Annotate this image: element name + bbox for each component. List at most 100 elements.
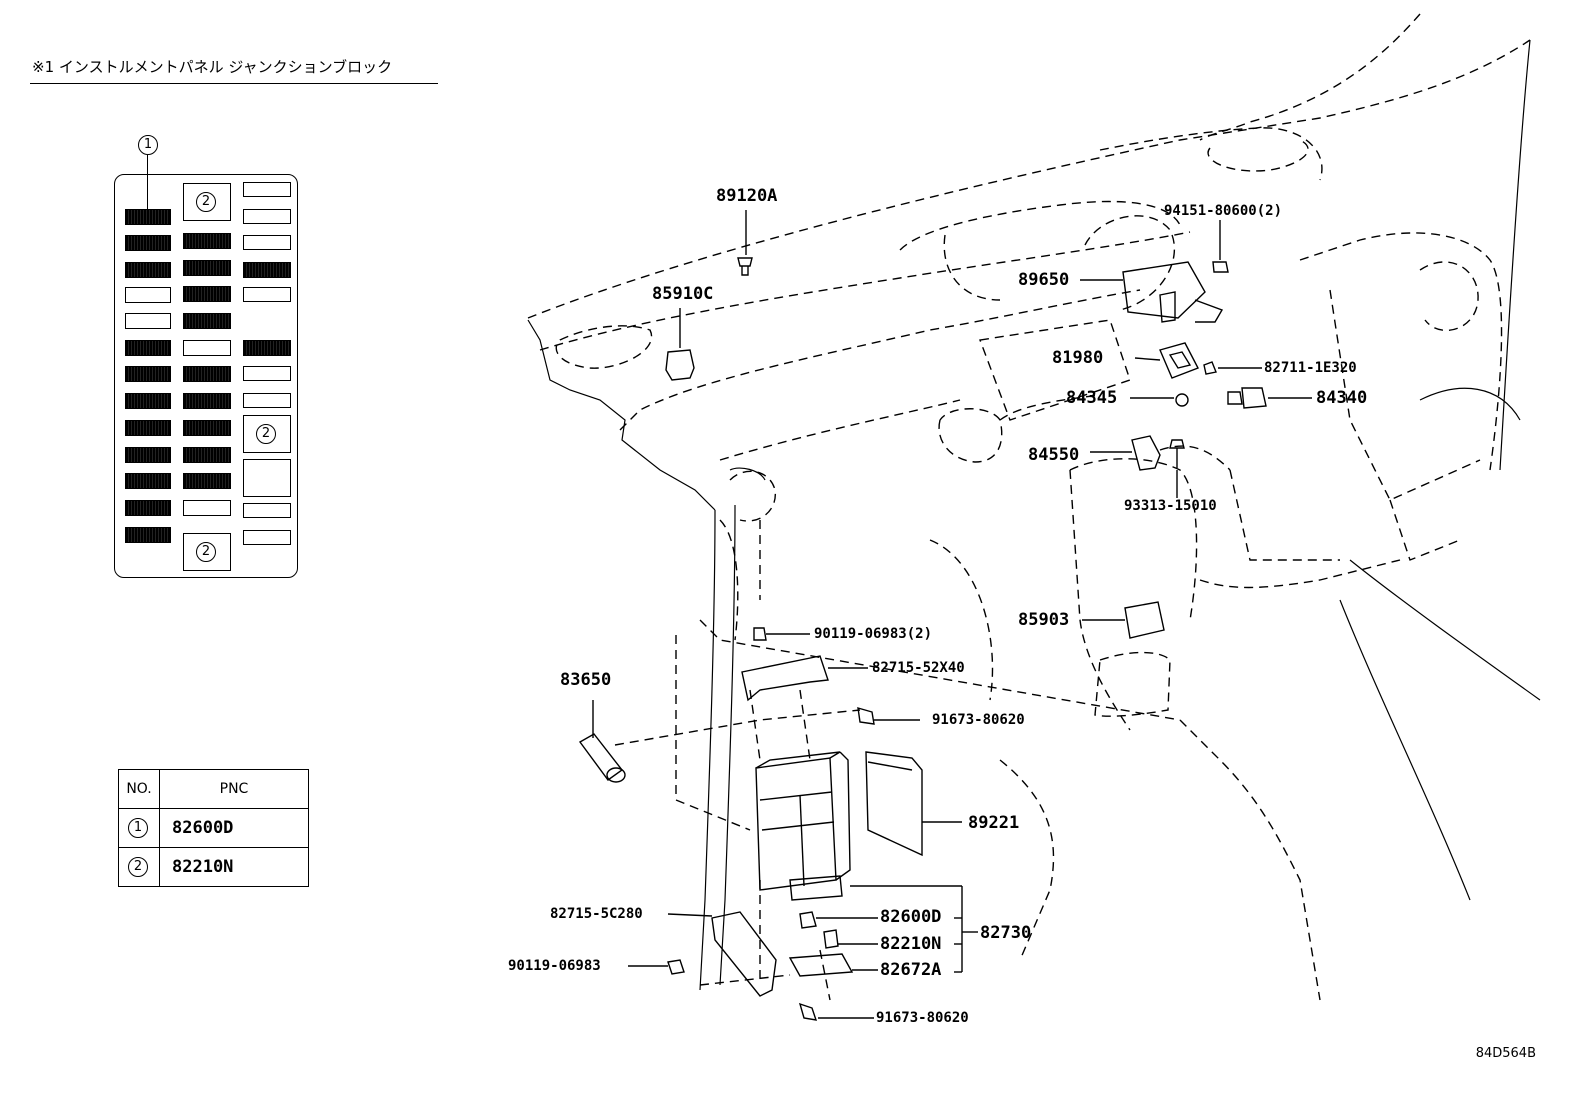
part-82600D-relay <box>799 911 878 929</box>
fuse-slot <box>125 393 171 409</box>
part-82711-clip <box>1203 361 1262 375</box>
fuse-slot <box>243 262 291 278</box>
fuse-slot <box>183 473 231 489</box>
part-label-91673-top: 91673-80620 <box>932 712 1025 728</box>
fuse-slot <box>243 530 291 545</box>
fuse-slot <box>243 366 291 381</box>
part-label-82715-bottom: 82715-5C280 <box>550 906 643 922</box>
assembly-leaders <box>614 635 861 1001</box>
part-label-82715-top: 82715-52X40 <box>872 660 965 676</box>
fuse-slot <box>183 420 231 436</box>
fuse-slot <box>125 209 171 225</box>
fuse-slot <box>125 473 171 489</box>
relay-slot <box>243 459 291 497</box>
part-label-84550: 84550 <box>1028 445 1080 465</box>
part-91673-bolt-bottom <box>798 1002 874 1021</box>
part-label-90119-top: 90119-06983(2) <box>814 626 933 642</box>
part-label-85910C: 85910C <box>652 284 714 304</box>
part-label-82730: 82730 <box>980 923 1032 943</box>
pnc-table: NO. PNC 1 82600D 2 82210N <box>118 769 309 887</box>
part-label-89221: 89221 <box>968 813 1020 833</box>
part-label-84340: 84340 <box>1316 388 1368 408</box>
part-label-82210N: 82210N <box>880 934 942 954</box>
fuse-slot <box>183 393 231 409</box>
fuse-slot <box>183 313 231 329</box>
fuse-slot <box>183 233 231 249</box>
table-cell-pnc: 82210N <box>159 847 309 887</box>
page-title: ※1 インストルメントパネル ジャンクションブロック <box>32 58 393 76</box>
callout-leader <box>147 155 148 209</box>
part-82715-bracket-bottom <box>667 911 777 997</box>
part-label-82600D: 82600D <box>880 907 942 927</box>
part-label-85903: 85903 <box>1018 610 1070 630</box>
row-number-circle: 1 <box>128 818 148 838</box>
fuse-slot <box>183 447 231 463</box>
fuse-slot <box>125 447 171 463</box>
part-83650-connector <box>578 700 626 783</box>
table-cell-no: 1 <box>118 808 160 848</box>
table-cell-no: 2 <box>118 847 160 887</box>
fuse-slot <box>125 420 171 436</box>
part-label-81980: 81980 <box>1052 348 1104 368</box>
fuse-slot <box>183 260 231 276</box>
fuse-slot <box>183 286 231 302</box>
part-90119-bolt-top <box>753 627 810 641</box>
part-label-82672A: 82672A <box>880 960 942 980</box>
part-91673-bolt-top <box>857 707 920 725</box>
title-underline <box>30 83 438 84</box>
part-82210N-relay <box>823 929 878 949</box>
fuse-slot <box>125 340 171 356</box>
part-84550-switch <box>1090 435 1161 471</box>
table-row: 1 82600D <box>118 808 309 848</box>
fuse-slot <box>125 235 171 251</box>
table-header-no: NO. <box>118 769 160 809</box>
part-label-89650: 89650 <box>1018 270 1070 290</box>
fuse-slot <box>125 262 171 278</box>
instrument-panel-outline <box>527 13 1531 1001</box>
fuse-slot <box>125 500 171 516</box>
fuse-slot <box>125 366 171 382</box>
part-label-84345: 84345 <box>1066 388 1118 408</box>
fuse-slot <box>243 503 291 518</box>
part-89650-module <box>1080 261 1224 323</box>
table-row: 2 82210N <box>118 847 309 887</box>
part-82730-junction-block <box>755 751 851 901</box>
table-header-row: NO. PNC <box>118 769 309 809</box>
fuse-slot <box>243 340 291 356</box>
part-label-93313: 93313-15010 <box>1124 498 1217 514</box>
part-89221-ecu <box>865 751 962 857</box>
fuse-slot <box>125 287 171 303</box>
table-header-pnc: PNC <box>159 769 309 809</box>
part-label-83650: 83650 <box>560 670 612 690</box>
fuse-slot <box>183 340 231 356</box>
fuse-block: 2 2 2 <box>114 174 298 578</box>
figure-code: 84D564B <box>1475 1046 1536 1061</box>
fuse-slot <box>243 235 291 250</box>
part-label-82711: 82711-1E320 <box>1264 360 1357 376</box>
fuse-slot <box>125 527 171 543</box>
relay-marker-2: 2 <box>256 424 276 444</box>
relay-marker-2: 2 <box>196 542 216 562</box>
part-81980-unit <box>1134 342 1199 379</box>
fuse-slot <box>183 366 231 382</box>
part-label-94151: 94151-80600(2) <box>1164 203 1283 219</box>
fuse-slot <box>243 393 291 408</box>
part-label-91673-bottom: 91673-80620 <box>876 1010 969 1026</box>
part-82730-bracket-lines <box>850 885 978 973</box>
part-94151-nut <box>1212 220 1229 273</box>
fuse-slot <box>183 500 231 516</box>
fuse-slot <box>243 209 291 224</box>
fuse-slot <box>243 287 291 302</box>
part-85903-relay <box>1082 601 1165 639</box>
part-label-90119-bottom: 90119-06983 <box>508 958 601 974</box>
part-90119-bolt-bottom <box>628 959 685 975</box>
part-82715-bracket-top <box>741 655 868 702</box>
fuse-slot <box>243 182 291 197</box>
part-93313-screw <box>1169 439 1185 498</box>
instrument-panel-solid <box>527 39 1541 991</box>
callout-circle-1: 1 <box>138 135 158 155</box>
part-89120A-clip <box>737 210 753 276</box>
part-84340-switch <box>1227 387 1312 409</box>
part-82672A-cover <box>788 953 878 977</box>
